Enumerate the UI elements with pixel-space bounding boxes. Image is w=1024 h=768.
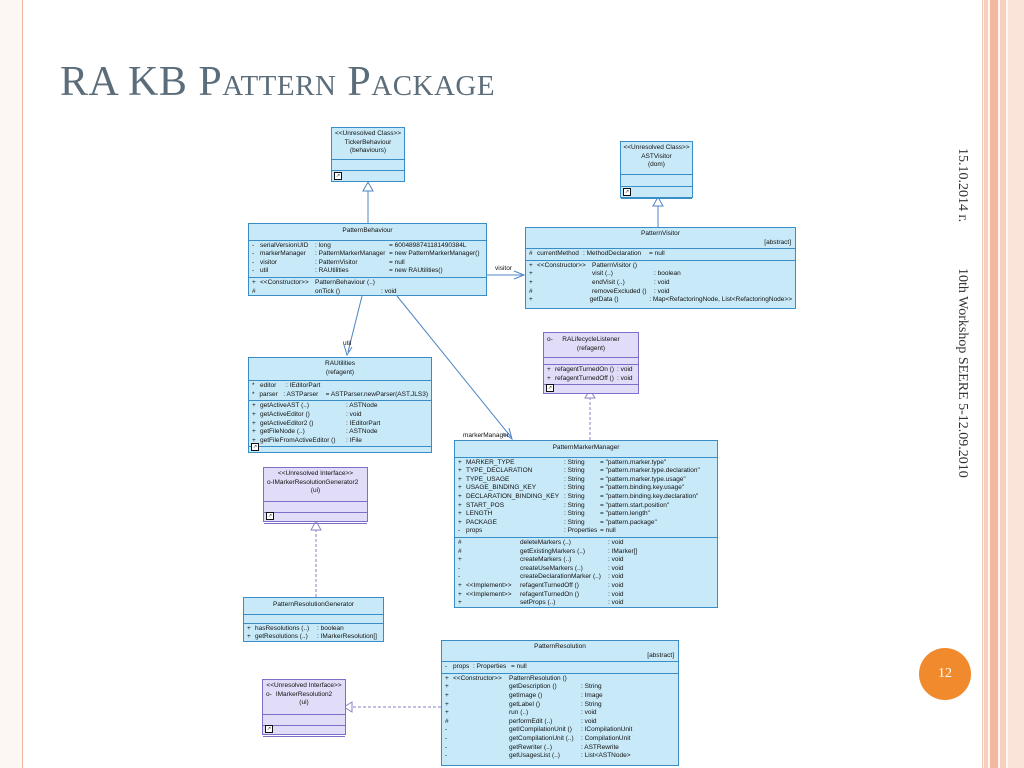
attributes: *editor: IEditorPart *parser: ASTParser=… [249,381,431,402]
package-name: (behaviours) [349,147,387,155]
interface-ra-lifecycle-listener[interactable]: o- RALifecycleListener (refagent) +refage… [543,332,639,394]
operations: +hasResolutions (..): boolean +getResolu… [247,624,377,641]
stereotype: <<Unresolved Class>> [334,130,402,137]
left-border [22,0,23,768]
class-name: TickerBehaviour [344,138,392,146]
operations: +<<Constructor>>PatternVisitor () +visit… [529,261,793,304]
stereotype: <<Unresolved Interface>> [266,682,342,689]
interface-icon: o- [267,478,273,486]
package-name: (refagent) [325,368,355,376]
shortcut-icon: ↗ [251,443,259,451]
class-ticker-behaviour[interactable]: <<Unresolved Class>> TickerBehaviour (be… [331,127,405,182]
operations: #deleteMarkers (..): void #getExistingMa… [458,538,638,607]
attributes: -serialVersionUID: long= 600489874118149… [249,241,486,278]
package-name: (dom) [648,161,665,169]
shortcut-icon: ↗ [623,188,631,196]
interface-imarker-resolution-generator2[interactable]: <<Unresolved Interface>> o-IMarkerResolu… [263,467,368,524]
interface-icon: o- [547,336,553,343]
package-name: (ui) [299,699,309,707]
class-name: PatternMarkerManager [455,441,717,458]
stereotype: <<Unresolved Class>> [623,144,690,151]
operations: +refagentTurnedOn (): void +refagentTurn… [544,365,638,386]
interface-imarker-resolution2[interactable]: <<Unresolved Interface>> o-IMarkerResolu… [262,679,346,737]
class-name: PatternVisitor [641,230,680,237]
interface-icon: o- [266,690,272,698]
attributes: +MARKER_TYPE: String= "pattern.marker.ty… [455,458,717,538]
class-name: PatternResolutionGenerator [244,598,383,615]
shortcut-icon: ↗ [334,172,342,180]
edge-label-marker-manager: markerManager [463,432,509,439]
class-pattern-resolution[interactable]: PatternResolution [abstract] -props: Pro… [441,640,679,766]
abstract-tag: [abstract] [764,238,791,246]
class-pattern-resolution-generator[interactable]: PatternResolutionGenerator +hasResolutio… [243,597,384,642]
class-name: PatternResolution [534,643,586,650]
edge-label-util: util [343,340,352,347]
slide-title: RA KB Pattern Package [60,59,496,105]
attributes: -props: Properties= null [442,662,678,674]
stripe [984,0,988,768]
class-pattern-marker-manager[interactable]: PatternMarkerManager +MARKER_TYPE: Strin… [454,440,718,608]
shortcut-icon: ↗ [265,725,273,733]
interface-name: IMarkerResolutionGenerator2 [272,478,359,486]
operations: +getActiveAST (..): ASTNode +getActiveEd… [249,401,431,448]
shortcut-icon: ↗ [546,384,554,392]
class-ast-visitor[interactable]: <<Unresolved Class>> ASTVisitor (dom) ↗ [620,141,693,199]
class-pattern-visitor[interactable]: PatternVisitor [abstract] #currentMethod… [525,227,796,309]
class-pattern-behaviour[interactable]: PatternBehaviour -serialVersionUID: long… [248,223,487,296]
operations: +<<Constructor>>PatternBehaviour (..) #o… [252,278,397,295]
package-name: (refagent) [576,344,606,352]
operations: +<<Constructor>>PatternResolution () +ge… [445,674,633,760]
interface-name: RALifecycleListener [562,336,620,343]
stereotype: <<Unresolved Interface>> [277,470,354,477]
interface-name: IMarkerResolution2 [275,690,333,698]
shortcut-icon: ↗ [266,512,274,520]
stripe [990,0,998,768]
class-name: RAUtilities [325,360,355,367]
edge-label-visitor: visitor [495,265,512,272]
class-name: PatternBehaviour [249,224,486,241]
attributes: #currentMethod: MethodDeclaration= null [526,249,795,261]
stripe [1000,0,1006,768]
class-name: ASTVisitor [641,152,672,160]
class-ra-utilities[interactable]: RAUtilities (refagent) *editor: IEditorP… [248,357,432,453]
stripe [1008,0,1024,768]
abstract-tag: [abstract] [647,651,674,659]
page-number-badge: 12 [919,648,971,700]
package-name: (ui) [310,487,321,495]
